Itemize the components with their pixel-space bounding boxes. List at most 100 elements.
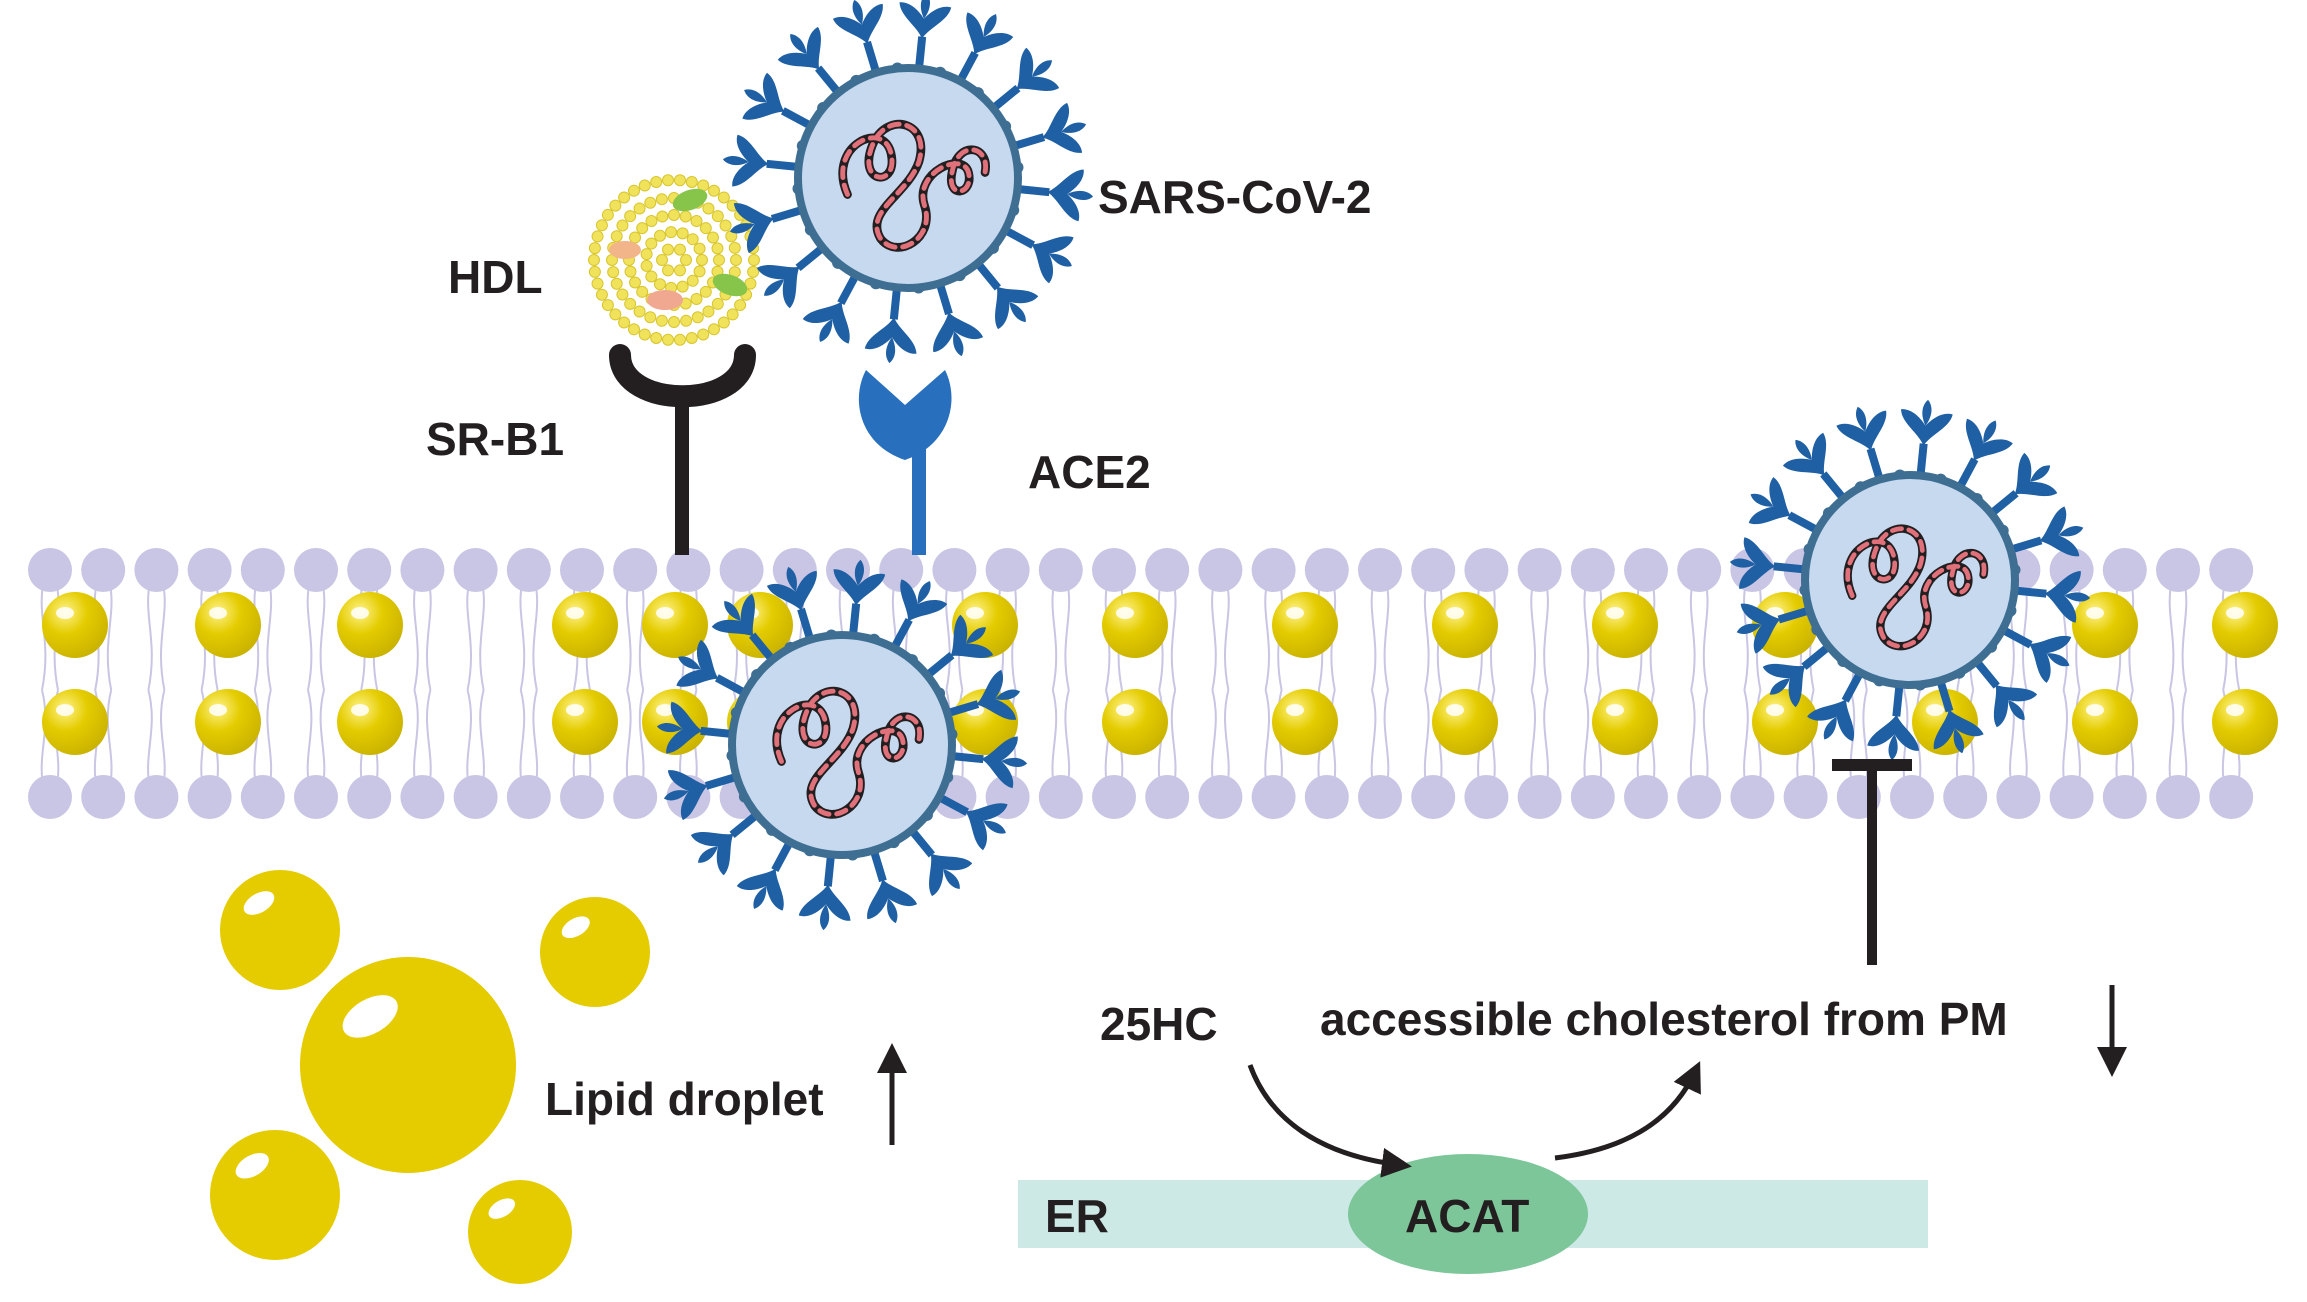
phospholipid-head (240, 548, 285, 592)
spike-protein (933, 282, 984, 357)
phospholipid-head (506, 548, 551, 592)
spike-protein (924, 614, 994, 679)
lipid-tail (266, 579, 273, 691)
inhibition-bar (1832, 759, 1912, 965)
phospholipid-head (187, 775, 232, 819)
phospholipid-head (1677, 775, 1722, 819)
phospholipid-head (28, 775, 72, 819)
lipid-tail (532, 579, 539, 691)
phospholipid-head (1570, 548, 1615, 592)
phospholipid-head (1517, 548, 1562, 592)
phospholipid-head (1358, 775, 1402, 819)
spike-protein (1933, 679, 1984, 754)
phospholipid-head (1038, 775, 1083, 819)
lipid-droplet (210, 1130, 340, 1260)
phospholipid-head (2156, 775, 2200, 819)
lipid-tail (160, 579, 166, 691)
lipid-tail (945, 579, 951, 691)
cholesterol-sphere (1592, 689, 1658, 755)
spike-protein (1836, 406, 1887, 481)
phospholipid-head (1251, 548, 1296, 592)
phospholipid-head (294, 548, 338, 592)
lipid-tail (1743, 579, 1749, 691)
phospholipid-head (1517, 775, 1562, 819)
lipid-tail (466, 689, 472, 791)
lipid-tail (1583, 689, 1590, 791)
phospholipid-head (1677, 548, 1722, 592)
phospholipid-head (613, 548, 658, 592)
lipid-tail (1051, 689, 1058, 791)
lipid-tail (160, 689, 166, 791)
cholesterol-sphere (552, 689, 618, 755)
spike-protein (864, 287, 917, 364)
lipid-tail (1383, 689, 1390, 791)
label-accessible-cholesterol: accessible cholesterol from PM (1320, 993, 2008, 1045)
phospholipid-head (1624, 548, 1668, 592)
lipid-tail (1862, 689, 1869, 791)
lipid-tail (319, 579, 326, 691)
arrow-25hc-to-acat (1247, 1064, 1412, 1178)
phospholipid-head (81, 548, 126, 592)
phospholipid-head (294, 775, 338, 819)
phospholipid-head (1092, 775, 1136, 819)
lipid-droplet (540, 897, 650, 1007)
lipid-tail (426, 689, 432, 791)
cholesterol-sphere (337, 689, 403, 755)
phospholipid-head (1198, 548, 1243, 592)
lipid-tail (426, 579, 432, 691)
cholesterol-sphere (2212, 592, 2278, 658)
phospholipid-head (1304, 775, 1349, 819)
lipid-tail (479, 689, 485, 791)
lipid-tail (106, 689, 113, 791)
spike-protein (802, 273, 860, 344)
cholesterol-sphere (42, 592, 108, 658)
label-25hc: 25HC (1100, 998, 1218, 1050)
sars-cov-2-virion-blocked (1729, 399, 2091, 761)
phospholipid-head (932, 548, 977, 592)
lipid-tail (1530, 689, 1536, 791)
lipid-tail (1543, 689, 1549, 791)
spike-protein (2009, 506, 2084, 557)
phospholipid-head (719, 548, 764, 592)
lipid-tail (1543, 579, 1549, 691)
spike-protein (833, 559, 886, 636)
phospholipid-head (666, 548, 711, 592)
lipid-droplets (210, 870, 650, 1284)
cholesterol-sphere (1752, 689, 1818, 755)
lipid-tail (1224, 579, 1230, 691)
cholesterol-sphere (195, 689, 261, 755)
lipid-tail (413, 579, 419, 691)
phospholipid-head (1464, 548, 1509, 592)
lipid-tail (1383, 579, 1390, 691)
lipid-tail (519, 579, 526, 691)
phospholipid-head (1198, 775, 1243, 819)
phospholipid-head (1570, 775, 1615, 819)
spike-protein (908, 827, 973, 897)
spike-protein (798, 854, 851, 931)
label-hdl: HDL (448, 251, 543, 303)
lipid-tail (306, 689, 313, 791)
lipid-tail (1064, 579, 1071, 691)
cholesterol-sphere (1102, 592, 1168, 658)
spike-protein (663, 770, 738, 821)
lipid-tail (2168, 579, 2175, 691)
spike-protein (656, 701, 733, 754)
spike-protein (1867, 684, 1919, 761)
phospholipid-head (1358, 548, 1402, 592)
spike-protein (756, 244, 826, 309)
spike-protein (1748, 477, 1820, 534)
ace2-receptor (858, 370, 952, 555)
phospholipid-head (134, 548, 179, 592)
lipid-tail (1370, 689, 1377, 791)
lipid-tail (1689, 689, 1696, 791)
spike-protein (990, 47, 1060, 112)
cholesterol-sphere (2072, 592, 2138, 658)
phospholipid-head (347, 548, 392, 592)
lipid-tail (2062, 689, 2068, 791)
phospholipid-head (1783, 775, 1828, 819)
phospholipid-head (1943, 775, 1988, 819)
cholesterol-sphere (642, 689, 708, 755)
lipid-droplet (300, 957, 516, 1173)
phospholipid-head (2102, 775, 2147, 819)
lipid-tail (106, 579, 113, 691)
